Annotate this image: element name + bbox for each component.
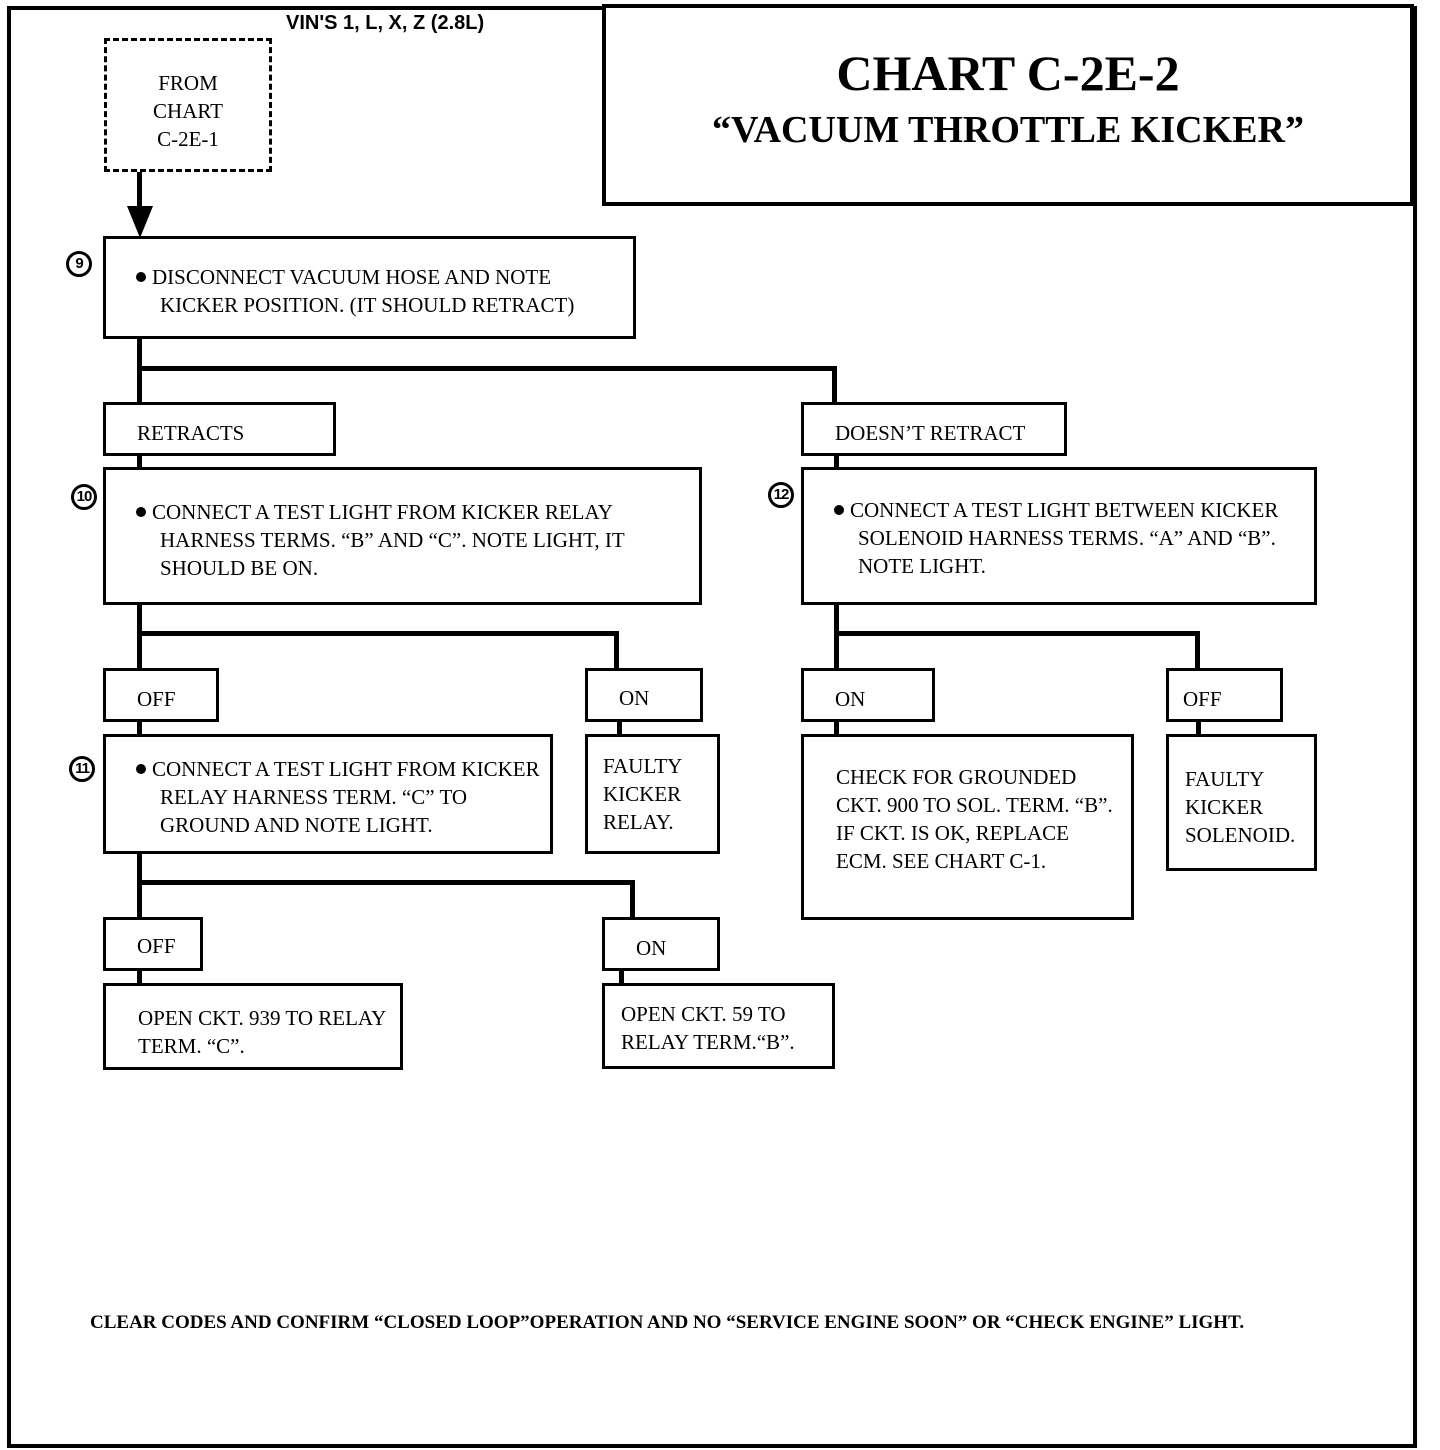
page-frame: [7, 6, 1417, 1448]
connector: [834, 605, 839, 670]
step-9-text: DISCONNECT VACUUM HOSE AND NOTE KICKER P…: [152, 265, 575, 317]
branch-retracts: RETRACTS: [103, 402, 336, 456]
result-open-59: OPEN CKT. 59 TO RELAY TERM.“B”.: [602, 983, 835, 1069]
connector: [137, 605, 142, 670]
connector: [137, 631, 619, 636]
step-9-box: DISCONNECT VACUUM HOSE AND NOTE KICKER P…: [103, 236, 636, 339]
result-faulty-relay-text: FAULTY KICKER RELAY.: [603, 754, 682, 834]
from-chart-box: FROM CHART C-2E-1: [104, 38, 272, 172]
branch-doesnt-retract: DOESN’T RETRACT: [801, 402, 1067, 456]
branch-s10-on-label: ON: [619, 686, 650, 710]
from-chart-line2: CHART: [153, 99, 223, 123]
from-chart-line1: FROM: [158, 71, 218, 95]
connector: [137, 366, 837, 371]
connector: [834, 722, 839, 736]
step-11-box: CONNECT A TEST LIGHT FROM KICKER RELAY H…: [103, 734, 553, 854]
branch-s11-off: OFF: [103, 917, 203, 971]
connector: [834, 631, 1200, 636]
connector: [137, 722, 142, 736]
chart-id: CHART C-2E-2: [836, 45, 1180, 101]
chart-title-box: CHART C-2E-2 “VACUUM THROTTLE KICKER”: [602, 4, 1414, 206]
connector: [137, 854, 142, 920]
step-9-number: 9: [66, 251, 92, 277]
connector: [834, 456, 839, 470]
connector: [614, 631, 619, 670]
chart-title: “VACUUM THROTTLE KICKER”: [712, 109, 1304, 151]
step-10-number: 10: [71, 484, 97, 510]
branch-s11-off-label: OFF: [137, 934, 176, 958]
connector: [619, 971, 624, 985]
connector: [137, 971, 142, 985]
step-10-box: CONNECT A TEST LIGHT FROM KICKER RELAY H…: [103, 467, 702, 605]
step-10-text: CONNECT A TEST LIGHT FROM KICKER RELAY H…: [152, 500, 625, 580]
result-open-939: OPEN CKT. 939 TO RELAY TERM. “C”.: [103, 983, 403, 1070]
branch-s10-on: ON: [585, 668, 703, 722]
connector: [137, 339, 142, 405]
result-check-grounded-text: CHECK FOR GROUNDED CKT. 900 TO SOL. TERM…: [836, 765, 1113, 873]
result-check-grounded: CHECK FOR GROUNDED CKT. 900 TO SOL. TERM…: [801, 734, 1134, 920]
connector: [137, 880, 635, 885]
from-chart-line3: C-2E-1: [157, 127, 219, 151]
branch-doesnt-retract-label: DOESN’T RETRACT: [835, 421, 1026, 445]
result-open-939-text: OPEN CKT. 939 TO RELAY TERM. “C”.: [138, 1006, 386, 1058]
bullet-icon: [834, 505, 844, 516]
step-11-number: 11: [69, 756, 95, 782]
connector: [137, 456, 142, 470]
branch-s12-off: OFF: [1166, 668, 1283, 722]
step-12-number: 12: [768, 482, 794, 508]
result-faulty-relay: FAULTY KICKER RELAY.: [585, 734, 720, 854]
branch-s10-off-label: OFF: [137, 687, 176, 711]
connector: [832, 366, 837, 405]
bullet-icon: [136, 764, 146, 775]
vin-label: VIN'S 1, L, X, Z (2.8L): [286, 12, 485, 34]
step-12-text: CONNECT A TEST LIGHT BETWEEN KICKER SOLE…: [850, 498, 1279, 578]
connector: [617, 722, 622, 736]
step-11-text: CONNECT A TEST LIGHT FROM KICKER RELAY H…: [152, 757, 540, 837]
connector: [1195, 631, 1200, 670]
connector: [630, 880, 635, 920]
branch-retracts-label: RETRACTS: [137, 421, 245, 445]
branch-s10-off: OFF: [103, 668, 219, 722]
connector: [1196, 722, 1201, 736]
branch-s11-on-label: ON: [636, 936, 667, 960]
branch-s11-on: ON: [602, 917, 720, 971]
entry-arrowhead: [127, 206, 153, 238]
footer-note: CLEAR CODES AND CONFIRM “CLOSED LOOP”OPE…: [90, 1312, 1245, 1333]
bullet-icon: [136, 507, 146, 518]
result-faulty-solenoid-text: FAULTY KICKER SOLENOID.: [1185, 767, 1296, 847]
branch-s12-off-label: OFF: [1183, 687, 1222, 711]
result-open-59-text: OPEN CKT. 59 TO RELAY TERM.“B”.: [621, 1002, 795, 1054]
branch-s12-on-label: ON: [835, 687, 866, 711]
step-12-box: CONNECT A TEST LIGHT BETWEEN KICKER SOLE…: [801, 467, 1317, 605]
result-faulty-solenoid: FAULTY KICKER SOLENOID.: [1166, 734, 1317, 871]
entry-arrow-shaft: [137, 172, 142, 222]
branch-s12-on: ON: [801, 668, 935, 722]
bullet-icon: [136, 272, 146, 283]
